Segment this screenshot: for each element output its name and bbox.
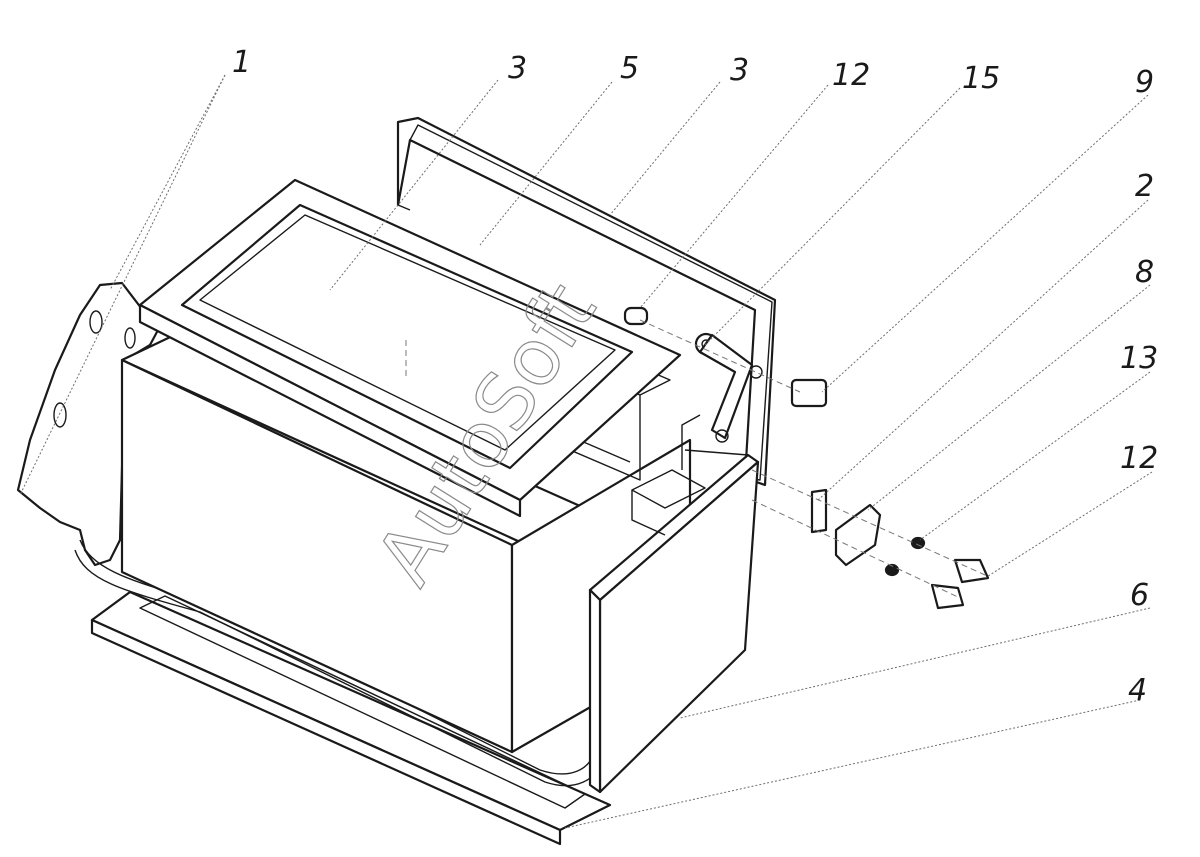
top-frame xyxy=(138,178,682,518)
callout-2: 2 xyxy=(1135,169,1154,204)
callout-5: 5 xyxy=(620,51,639,86)
callout-1: 1 xyxy=(232,45,251,80)
callout-3-top: 3 xyxy=(508,51,527,86)
callout-13: 13 xyxy=(1120,341,1158,376)
callout-labels: 1 3 5 3 12 15 9 2 8 13 12 6 4 xyxy=(232,45,1158,708)
callout-15: 15 xyxy=(962,61,1000,96)
callout-12-top: 12 xyxy=(832,58,870,93)
side-cover xyxy=(588,414,760,794)
base-plate xyxy=(90,590,612,846)
leader-lines xyxy=(19,74,1153,829)
assembly-lines xyxy=(405,319,986,599)
callout-12-bottom: 12 xyxy=(1120,441,1158,476)
callout-8: 8 xyxy=(1135,255,1154,290)
callout-3-rear: 3 xyxy=(730,53,749,88)
fastener-group xyxy=(623,306,990,610)
callout-9: 9 xyxy=(1135,65,1154,100)
callout-4: 4 xyxy=(1128,673,1147,708)
callout-6: 6 xyxy=(1130,578,1149,613)
